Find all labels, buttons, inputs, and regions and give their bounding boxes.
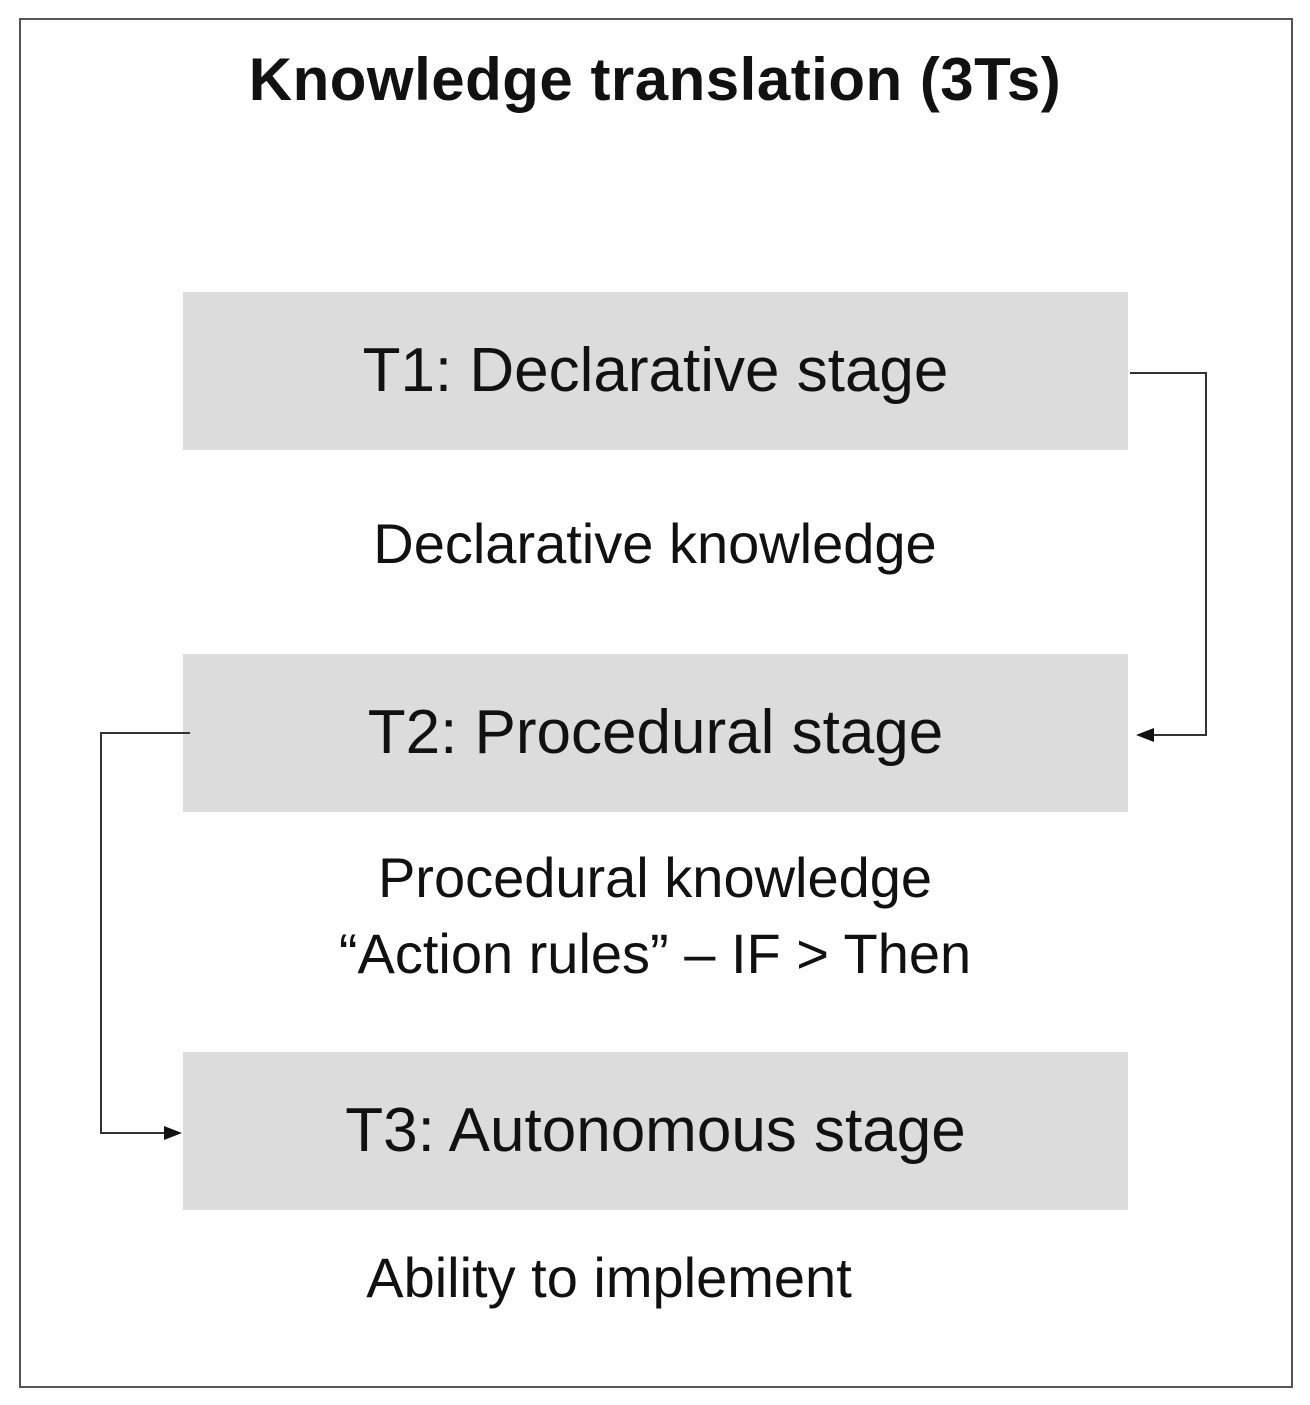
stage-box-t2: T2: Procedural stage bbox=[183, 654, 1128, 812]
stage-box-t1: T1: Declarative stage bbox=[183, 292, 1128, 450]
caption-line: Ability to implement bbox=[366, 1246, 852, 1309]
caption-line: “Action rules” – IF > Then bbox=[338, 922, 972, 985]
caption-line: Procedural knowledge bbox=[377, 846, 933, 909]
caption-line: Declarative knowledge bbox=[373, 512, 937, 575]
stage-caption-t1: Declarative knowledge bbox=[0, 506, 1310, 582]
stage-caption-t2: Procedural knowledge “Action rules” – IF… bbox=[0, 840, 1310, 992]
diagram-title: Knowledge translation (3Ts) bbox=[248, 46, 1062, 113]
stage-box-t3: T3: Autonomous stage bbox=[183, 1052, 1128, 1210]
stage-caption-t3: Ability to implement bbox=[0, 1240, 1264, 1316]
